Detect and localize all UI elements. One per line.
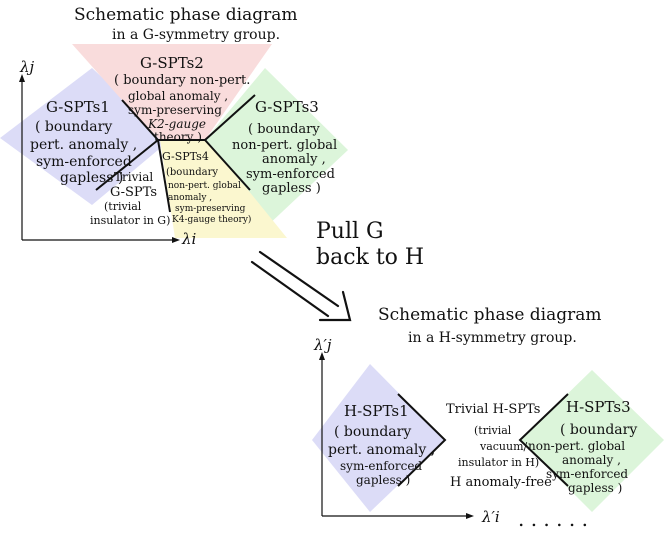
g-spts4-title: G-SPTs4 bbox=[162, 150, 209, 163]
bottom-x-axis-arrowhead bbox=[466, 513, 474, 519]
top-x-axis-arrowhead bbox=[172, 237, 180, 243]
top-title-line1: Schematic phase diagram bbox=[74, 5, 298, 25]
g-spts4-line: non-pert. global bbox=[168, 181, 241, 191]
bottom-y-axis-arrowhead bbox=[319, 352, 325, 360]
g-spts1-title: G-SPTs1 bbox=[46, 98, 110, 116]
top-axis-y-label: λj bbox=[19, 58, 35, 76]
g-spts2-title: G-SPTs2 bbox=[140, 54, 204, 72]
h-spts1-line: sym-enforced bbox=[340, 459, 422, 473]
g-spts2-line: global anomaly , bbox=[128, 89, 228, 103]
top-axis-x-label: λi bbox=[181, 230, 197, 248]
h-spts3-line: ( boundary bbox=[560, 422, 637, 438]
boundary-line-5 bbox=[204, 94, 256, 141]
arrow-label-line1: Pull G bbox=[316, 219, 384, 244]
trivial-g-line: G-SPTs bbox=[110, 185, 157, 200]
trivial-h-line: Trivial H-SPTs bbox=[446, 402, 540, 417]
top-y-axis-arrowhead bbox=[19, 74, 25, 82]
g-spts1-line: pert. anomaly , bbox=[30, 137, 137, 153]
trivial-g-line: Trivial bbox=[114, 170, 153, 184]
g-spts1-line: gapless ) bbox=[60, 170, 123, 186]
g-spts2-line: ( boundary non-pert. bbox=[114, 73, 250, 88]
g-spts4-line: K4-gauge theory) bbox=[172, 214, 251, 225]
pullback-double-arrow bbox=[250, 250, 352, 322]
bottom-title-line2: in a H-symmetry group. bbox=[408, 330, 577, 346]
boundary-line-4 bbox=[157, 139, 171, 213]
bottom-axis-x-label: λ′i bbox=[481, 508, 500, 526]
boundary-line-1 bbox=[121, 99, 159, 141]
g-spts4-line: sym-preserving bbox=[175, 204, 246, 214]
region-h-spts1-fill bbox=[312, 364, 445, 512]
g-spts3-line: non-pert. global bbox=[232, 138, 337, 153]
boundary-line-6 bbox=[204, 139, 251, 191]
bottom-title-line1: Schematic phase diagram bbox=[378, 305, 602, 325]
h-spts3-line: sym-enforced bbox=[546, 467, 628, 481]
g-spts3-line: sym-enforced bbox=[246, 167, 335, 182]
trivial-h-line: vacuum/ bbox=[479, 440, 528, 453]
trivial-g-line: insulator in G) bbox=[90, 214, 170, 227]
h-spts1-line: ( boundary bbox=[334, 424, 411, 440]
trivial-h-line: H anomaly-free bbox=[450, 475, 552, 490]
g-spts2-line: K2-gauge bbox=[147, 117, 206, 131]
region-g-spts4-fill bbox=[160, 140, 287, 238]
h-boundary-right bbox=[518, 393, 569, 487]
h-spts1-line: gapless ) bbox=[356, 473, 410, 487]
g-spts1-line: sym-enforced bbox=[36, 154, 132, 170]
arrow-label-line2: back to H bbox=[316, 245, 424, 270]
top-title-line2: in a G-symmetry group. bbox=[112, 27, 280, 43]
h-spts3-line: non-pert. global bbox=[528, 439, 625, 453]
g-spts2-line: theory ) bbox=[154, 130, 202, 144]
g-spts3-title: G-SPTs3 bbox=[255, 98, 319, 116]
g-spts3-line: gapless ) bbox=[262, 181, 321, 196]
h-spts3-line: gapless ) bbox=[568, 481, 622, 495]
g-spts3-line: ( boundary bbox=[248, 122, 320, 137]
trivial-g-line: (trivial bbox=[104, 200, 142, 213]
h-spts1-line: pert. anomaly , bbox=[328, 442, 435, 458]
g-spts4-line: anomaly , bbox=[168, 193, 212, 203]
h-boundary-left bbox=[397, 393, 447, 487]
region-g-spts2-fill bbox=[72, 44, 272, 140]
g-spts2-line: sym-preserving bbox=[128, 103, 222, 117]
g-spts4-line: (boundary bbox=[166, 167, 218, 178]
g-spts3-line: anomaly , bbox=[262, 152, 326, 167]
h-spts3-title: H-SPTs3 bbox=[566, 398, 631, 416]
h-spts3-line: anomaly , bbox=[562, 453, 621, 467]
bottom-axis-y-label: λ′j bbox=[313, 336, 332, 354]
h-spts1-title: H-SPTs1 bbox=[344, 402, 409, 420]
trivial-h-line: (trivial bbox=[474, 424, 512, 437]
g-spts1-line: ( boundary bbox=[35, 119, 112, 135]
boundary-line-2 bbox=[95, 139, 159, 191]
trivial-h-line: insulator in H) bbox=[458, 456, 539, 469]
bottom-ellipsis: . . . . . . bbox=[518, 507, 588, 531]
